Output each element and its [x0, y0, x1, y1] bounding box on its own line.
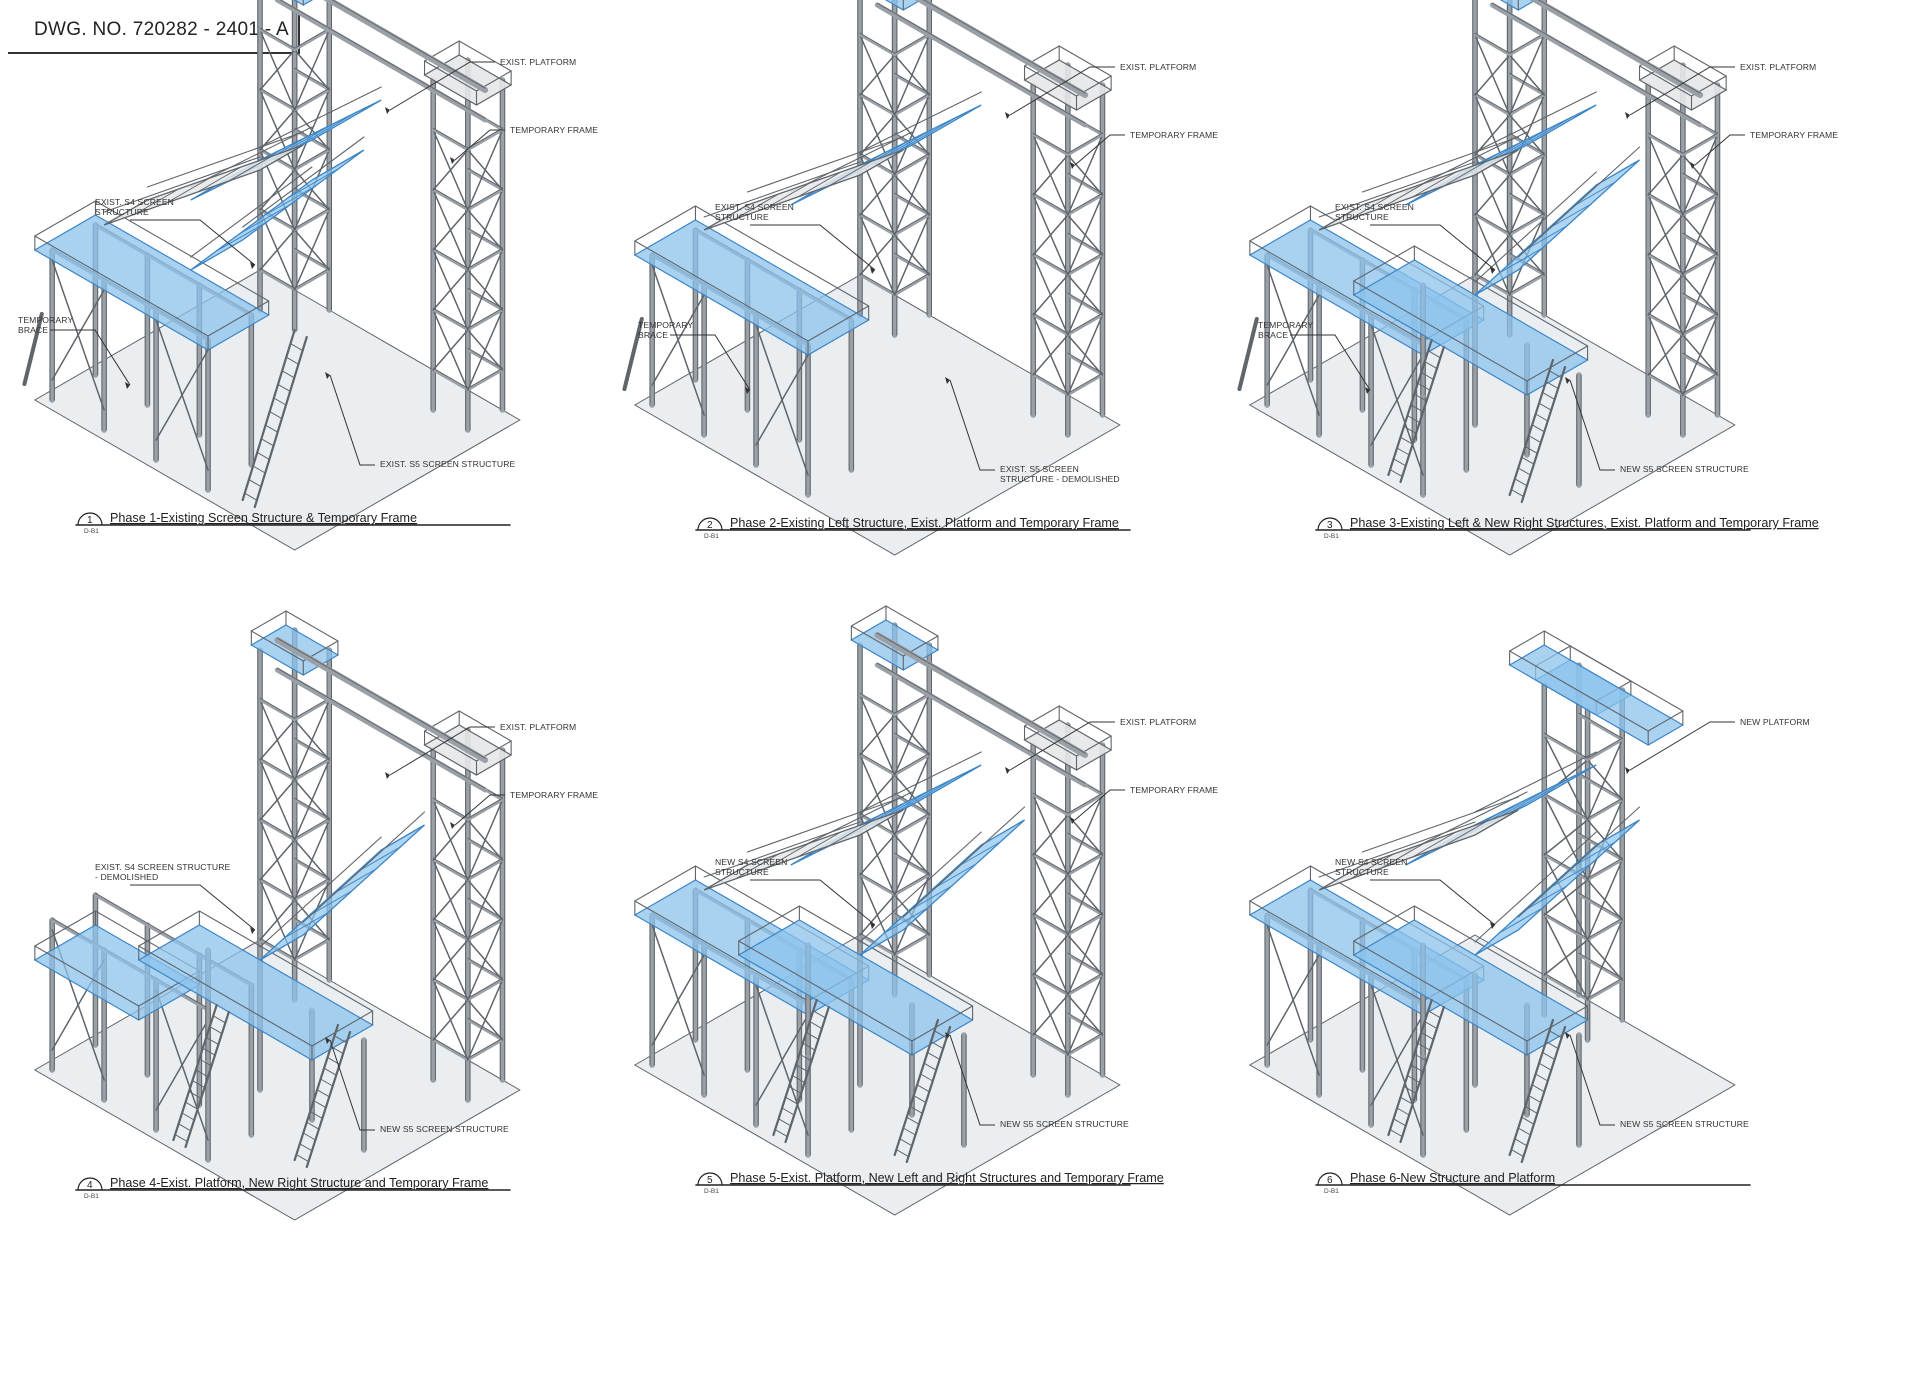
s4-structure-label: NEW S4 SCREEN [1335, 857, 1407, 867]
exist-platform-label: EXIST. PLATFORM [500, 57, 576, 67]
exist-platform-label: EXIST. PLATFORM [1740, 62, 1816, 72]
drawing-number: DWG. NO. 720282 - 2401 - A [34, 19, 289, 40]
s5-structure-label: EXIST. S5 SCREEN STRUCTURE [380, 459, 516, 469]
temporary-frame-label: TEMPORARY FRAME [1130, 130, 1218, 140]
s4-structure-label-line2: STRUCTURE [715, 867, 769, 877]
sheet-reference: D-B1 [704, 1188, 719, 1195]
s4-structure-label-line2: STRUCTURE [95, 207, 149, 217]
phase-number: 1 [87, 515, 93, 526]
s5-structure-label: NEW S5 SCREEN STRUCTURE [380, 1124, 509, 1134]
phase-5-title: 5D-B1 Phase 5-Exist. Platform, New Left a… [695, 1171, 1164, 1195]
s4-structure-label-line2: STRUCTURE [1335, 212, 1389, 222]
sheet-reference: D-B1 [704, 533, 719, 540]
phase-4-title: 4D-B1 Phase 4-Exist. Platform, New Right … [75, 1176, 511, 1200]
s5-structure-label: NEW S5 SCREEN STRUCTURE [1620, 464, 1749, 474]
temporary-frame-label: TEMPORARY FRAME [1130, 785, 1218, 795]
phase-6-title: 6D-B1 Phase 6-New Structure and Platform [1315, 1171, 1751, 1195]
phase-title: Phase 1-Existing Screen Structure & Temp… [110, 511, 417, 525]
sheet-reference: D-B1 [1324, 1188, 1339, 1195]
phase-number: 3 [1327, 520, 1333, 531]
phase-4-panel: EXIST. PLATFORM TEMPORARY FRAME EXIST. S4 … [33, 610, 598, 1221]
s4-structure-label: EXIST. S4 SCREEN [715, 202, 794, 212]
exist-platform-label: EXIST. PLATFORM [500, 722, 576, 732]
s4-structure-label: EXIST. S4 SCREEN [95, 197, 174, 207]
new-platform-label: NEW PLATFORM [1740, 717, 1810, 727]
temporary-frame-label: TEMPORARY FRAME [1750, 130, 1838, 140]
phase-3-callouts: EXIST. PLATFORM TEMPORARY FRAME EXIST. S4 … [1258, 62, 1838, 474]
phase-3-panel: EXIST. PLATFORM TEMPORARY FRAME EXIST. S4 … [1237, 0, 1838, 556]
s4-structure-label: EXIST. S4 SCREEN [1335, 202, 1414, 212]
exist-platform-label: EXIST. PLATFORM [1120, 62, 1196, 72]
temporary-brace-label: TEMPORARY [1258, 320, 1313, 330]
s5-structure-label: NEW S5 SCREEN STRUCTURE [1000, 1119, 1129, 1129]
sheet-reference: D-B1 [1324, 533, 1339, 540]
drawing-number-box [8, 10, 300, 54]
temporary-brace-label: TEMPORARY [638, 320, 693, 330]
s5-structure-label-line2: STRUCTURE - DEMOLISHED [1000, 474, 1120, 484]
phase-1-callouts: EXIST. PLATFORM TEMPORARY FRAME EXIST. S4 … [18, 57, 598, 469]
s4-structure-label-line2: STRUCTURE [715, 212, 769, 222]
phase-2-panel: EXIST. PLATFORM TEMPORARY FRAME EXIST. S4 … [622, 0, 1218, 556]
phase-number: 5 [707, 1175, 713, 1186]
temporary-brace-label-line2: BRACE [18, 325, 48, 335]
s5-structure-label: NEW S5 SCREEN STRUCTURE [1620, 1119, 1749, 1129]
phase-1-title: 1D-B1 Phase 1-Existing Screen Structure &… [75, 511, 511, 535]
temporary-brace-label-line2: BRACE [638, 330, 668, 340]
temporary-brace-label-line2: BRACE [1258, 330, 1288, 340]
exist-platform-label: EXIST. PLATFORM [1120, 717, 1196, 727]
phase-1-panel: EXIST. PLATFORM TEMPORARY FRAME EXIST. S4 … [18, 0, 598, 551]
phase-3-title: 3D-B1 Phase 3-Existing Left & New Right S… [1315, 516, 1819, 540]
phase-title: Phase 4-Exist. Platform, New Right Struc… [110, 1176, 488, 1190]
sheet-reference: D-B1 [84, 1193, 99, 1200]
s4-structure-label-line2: STRUCTURE [1335, 867, 1389, 877]
phase-2-title: 2D-B1 Phase 2-Existing Left Structure, Ex… [695, 516, 1131, 540]
phase-title: Phase 2-Existing Left Structure, Exist. … [730, 516, 1119, 530]
phase-number: 6 [1327, 1175, 1333, 1186]
phase-5-callouts: EXIST. PLATFORM TEMPORARY FRAME NEW S4 SCR… [715, 717, 1218, 1129]
sheet-reference: D-B1 [84, 528, 99, 535]
phase-title: Phase 6-New Structure and Platform [1350, 1171, 1555, 1185]
s4-structure-label: EXIST. S4 SCREEN STRUCTURE [95, 862, 231, 872]
phase-number: 4 [87, 1180, 93, 1191]
s5-structure-label: EXIST. S5 SCREEN [1000, 464, 1079, 474]
temporary-frame-label: TEMPORARY FRAME [510, 790, 598, 800]
phase-4-callouts: EXIST. PLATFORM TEMPORARY FRAME EXIST. S4 … [95, 722, 598, 1134]
phase-5-panel: EXIST. PLATFORM TEMPORARY FRAME NEW S4 SCR… [633, 605, 1218, 1216]
phase-title: Phase 3-Existing Left & New Right Struct… [1350, 516, 1819, 530]
phase-title: Phase 5-Exist. Platform, New Left and Ri… [730, 1171, 1164, 1185]
temporary-frame-label: TEMPORARY FRAME [510, 125, 598, 135]
phase-number: 2 [707, 520, 713, 531]
s4-structure-label-line2: - DEMOLISHED [95, 872, 158, 882]
phase-2-callouts: EXIST. PLATFORM TEMPORARY FRAME EXIST. S4 … [638, 62, 1218, 484]
s4-structure-label: NEW S4 SCREEN [715, 857, 787, 867]
temporary-brace-label: TEMPORARY [18, 315, 73, 325]
